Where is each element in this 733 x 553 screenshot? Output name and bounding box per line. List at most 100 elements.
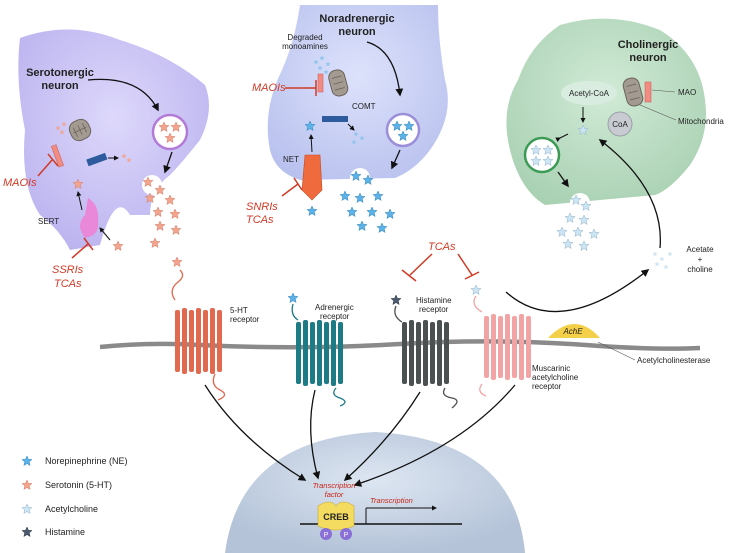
degraded-label: Degraded [287, 33, 322, 42]
serotonergic-cell-body [18, 29, 210, 251]
nucleus [225, 432, 525, 553]
star-lightblue-icon [21, 503, 33, 514]
comt-label: COMT [352, 102, 376, 111]
noradrenergic-title: Noradrenergic [319, 13, 394, 25]
star-pink-icon [21, 479, 33, 490]
legend-5ht: Serotonin (5-HT) [45, 480, 112, 490]
phospho-2 [340, 528, 352, 540]
synthesis-arrow [87, 78, 159, 112]
chol-mitochondria-icon [622, 77, 644, 107]
reuptake-arrow [76, 191, 83, 211]
mao-label: MAO [678, 88, 696, 97]
legend-ach: Acetylcholine [45, 504, 98, 514]
synaptic-serotonin-icon [112, 240, 124, 251]
choline-label: choline [687, 265, 713, 274]
transcription-factor-label: Transcription [313, 481, 356, 490]
acetate-label: Acetate [686, 245, 714, 254]
adrenergic-receptor-label: Adrenergic [315, 303, 354, 312]
sert-transporter [80, 198, 99, 238]
creb-label: CREB [323, 512, 349, 522]
coa-label: CoA [612, 120, 628, 129]
hydrolysis-arrow [505, 269, 650, 313]
star-blue-icon [21, 455, 33, 466]
phospho-1 [320, 528, 332, 540]
muscarinic-receptor [470, 284, 531, 397]
serotonergic-title: Serotonergic [26, 67, 94, 79]
degraded-label-2: monoamines [282, 42, 328, 51]
creb-protein [317, 501, 355, 531]
ne-release-arrow [390, 149, 401, 170]
mitochondria-label: Mitochondria [678, 117, 724, 126]
release-arrow [163, 151, 173, 174]
net-uptake-arrow [308, 134, 314, 153]
phospho-1-label: P [324, 532, 329, 539]
cell-membrane [99, 339, 701, 351]
legend: Norepinephrine (NE) Serotonin (5-HT) Ace… [21, 455, 128, 537]
ach-vesicle [523, 136, 561, 174]
signaling-arrows [204, 384, 516, 487]
maois-left-label: MAOIs [3, 177, 37, 189]
net-label: NET [283, 155, 299, 164]
nor-synthesis-arrow [366, 41, 404, 97]
serotonergic-title-2: neuron [41, 80, 79, 92]
acetyl-coa-bubble [561, 81, 617, 105]
ach-release-arrow [557, 171, 569, 188]
comt-enzyme-icon [322, 116, 348, 122]
choline-recycle-arrow [598, 139, 661, 249]
snris-label: SNRIs [246, 201, 278, 213]
cholinergic-neuron: Cholinergic neuron Acetyl-CoA MAO Mitoch… [506, 18, 724, 251]
muscarinic-receptor-label: Muscarinic [532, 364, 570, 373]
cholinergic-title-2: neuron [629, 52, 667, 64]
legend-ne: Norepinephrine (NE) [45, 456, 128, 466]
acetyl-coa-label: Acetyl-CoA [569, 89, 610, 98]
transcription-factor-label-2: factor [325, 490, 344, 499]
ssri-inhibition [71, 237, 94, 259]
phospho-2-label: P [344, 532, 349, 539]
maois-mid-label: MAOIs [252, 82, 286, 94]
mitochondria-icon [68, 118, 92, 142]
cleft-ne-icon [339, 170, 396, 233]
muscarinic-receptor-label-3: receptor [532, 382, 562, 391]
cholinergic-title: Cholinergic [618, 39, 679, 51]
legend-histamine: Histamine [45, 527, 85, 537]
mao-enzyme-icon [51, 144, 64, 168]
star-dark-icon [21, 526, 33, 537]
nor-mitochondria-icon [328, 69, 349, 97]
5ht-receptor-label-2: receptor [230, 315, 260, 324]
net-transporter [301, 154, 323, 201]
adrenergic-receptor [287, 292, 346, 407]
chol-mao-icon [644, 81, 652, 103]
maoi-inhibition-left [37, 153, 59, 177]
noradrenergic-neuron: Noradrenergic neuron Degraded monoamines… [246, 5, 448, 233]
serotonin-vesicle [151, 113, 189, 151]
net-ne-icon [306, 205, 318, 216]
acetate-choline-icon [652, 251, 673, 270]
adrenergic-receptor-label-2: receptor [320, 312, 350, 321]
transcription-label: Transcription [370, 496, 413, 505]
tcas-top-label: TCAs [428, 241, 456, 253]
nor-mao-icon [317, 73, 324, 93]
coa-bubble [607, 111, 633, 137]
muscarinic-receptor-label-2: acetylcholine [532, 373, 579, 382]
ache-label: AchE [562, 327, 583, 336]
acetylcholinesterase-label: Acetylcholinesterase [637, 356, 711, 365]
vesicle-load-arrow [555, 133, 569, 143]
snri-inhibition [281, 177, 303, 197]
ache-enzyme [548, 324, 600, 338]
mitochondria-leader [639, 104, 677, 121]
tca-inhibition-top [401, 253, 480, 282]
tcas-mid-label: TCAs [246, 214, 274, 226]
mao-leader [651, 89, 676, 93]
tcas-left-label: TCAs [54, 278, 82, 290]
histamine-receptor [390, 294, 458, 409]
ache-leader [597, 341, 636, 361]
transporter-block-icon [86, 152, 108, 167]
histamine-receptor-label-2: receptor [419, 305, 449, 314]
maoi-inhibition-mid [285, 80, 317, 96]
5ht-receptor-label: 5-HT [230, 306, 248, 315]
serotonin-receptor [171, 256, 226, 401]
plus-label: + [698, 255, 703, 264]
comt-arrow [347, 123, 355, 131]
serotonergic-neuron: Serotonergic neuron SERT [3, 29, 210, 290]
